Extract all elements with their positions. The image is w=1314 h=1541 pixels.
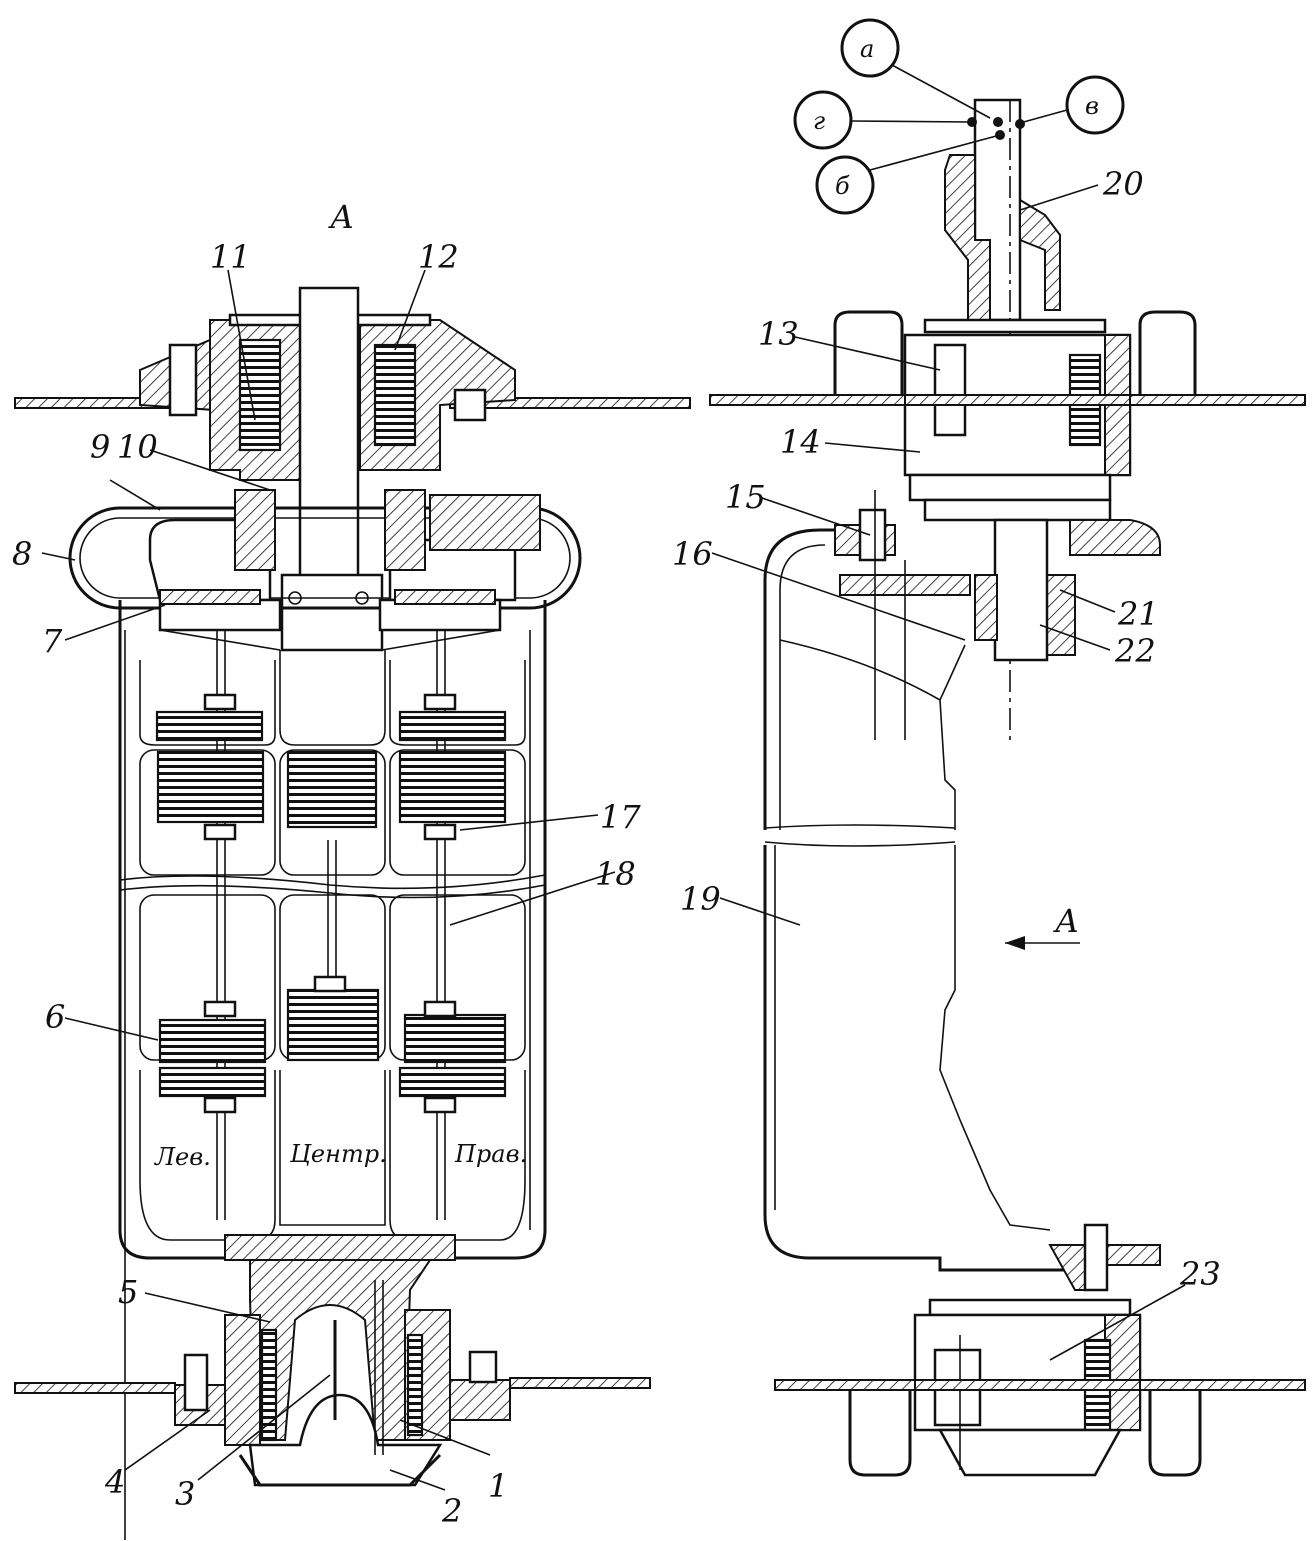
callout-9: 9 (90, 428, 110, 466)
switch-drum-frame (118, 600, 547, 1540)
column-label-right: Прав. (454, 1140, 527, 1168)
callout-6: 6 (45, 998, 65, 1036)
lower-drive-housing (848, 1223, 1202, 1477)
callout-7: 7 (42, 622, 63, 660)
view-arrow: А (1005, 902, 1080, 950)
lower-base-plate-left (14, 1377, 651, 1394)
callout-22: 22 (1114, 632, 1156, 670)
column-label-center: Центр. (289, 1140, 387, 1168)
lower-bearing-housing (174, 1234, 511, 1487)
contact-plate-stacks (155, 693, 507, 1114)
point-label-g: г (813, 107, 825, 135)
right-view: а г в б А 20 13 14 15 16 21 (672, 18, 1306, 1477)
column-label-left: Лев. (154, 1143, 211, 1171)
callout-11: 11 (210, 238, 251, 276)
callout-23: 23 (1179, 1255, 1221, 1293)
view-label: А (328, 198, 354, 236)
callout-13: 13 (758, 315, 799, 353)
callout-5: 5 (118, 1273, 138, 1311)
callout-17: 17 (600, 798, 641, 836)
callout-10: 10 (117, 428, 158, 466)
drive-flange-lever (834, 490, 1161, 740)
callout-4: 4 (104, 1463, 125, 1501)
callout-15: 15 (725, 478, 766, 516)
vertical-shaft (298, 286, 360, 580)
arrow-label: А (1053, 902, 1079, 940)
callout-12: 12 (418, 238, 459, 276)
callout-21: 21 (1117, 595, 1159, 633)
lifting-ring (68, 506, 582, 610)
callout-8: 8 (12, 535, 32, 573)
switch-drum-body (763, 528, 1094, 1272)
upper-bearing-housing (139, 313, 516, 481)
callout-16: 16 (672, 535, 713, 573)
point-label-v: в (1085, 92, 1099, 120)
callout-20: 20 (1102, 165, 1144, 203)
leader-lines-right (711, 184, 1186, 1361)
upper-base-plate-right (709, 394, 1306, 406)
callout-18: 18 (595, 855, 636, 893)
lower-base-plate-right (774, 1379, 1306, 1391)
callout-19: 19 (680, 880, 721, 918)
leader-lines-left (41, 269, 616, 1491)
switch-top-frame (148, 489, 541, 651)
callout-2: 2 (441, 1492, 462, 1530)
point-label-a: а (860, 35, 874, 63)
point-label-b: б (835, 172, 850, 200)
callout-3: 3 (175, 1475, 195, 1513)
measurement-points: а г в б (793, 18, 1125, 215)
callout-1: 1 (488, 1467, 508, 1505)
shaft-coupling-block (280, 573, 384, 652)
left-view: А 11 12 9 10 8 7 6 17 18 5 4 3 2 1 Лев. … (12, 198, 691, 1540)
callout-14: 14 (780, 423, 821, 461)
